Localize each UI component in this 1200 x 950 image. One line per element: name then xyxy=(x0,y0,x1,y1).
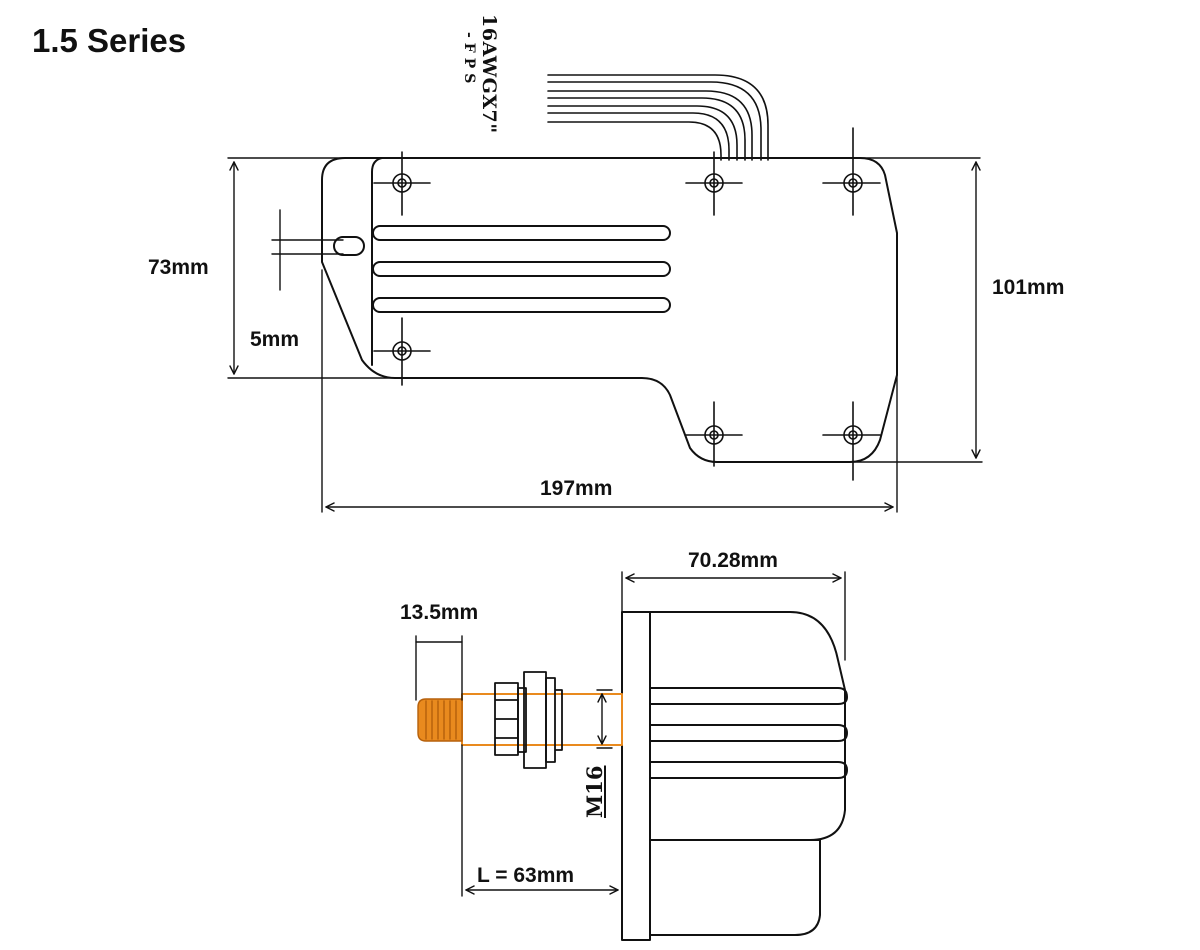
cooling-fins xyxy=(372,225,671,313)
side-view-dimension-lines xyxy=(415,571,846,897)
wire-gauge-label: 16AWGX7" xyxy=(478,14,500,134)
total-height-dimension-label: 101mm xyxy=(992,276,1065,299)
thread-size-label: M16 xyxy=(582,765,607,818)
slot-dimension-label: 5mm xyxy=(250,328,300,351)
side-cooling-fins xyxy=(649,687,848,779)
mounting-plate-outline xyxy=(321,157,898,463)
mounting-hole-icon xyxy=(685,401,743,467)
wire-leads xyxy=(547,74,769,161)
width-dimension-label: 197mm xyxy=(540,477,613,500)
height-dimension-label: 73mm xyxy=(148,256,209,279)
mounting-slot xyxy=(333,236,365,256)
wire-pin-label: -FPS xyxy=(461,32,477,89)
motor-housing xyxy=(621,611,846,941)
page-title: 1.5 Series xyxy=(32,22,187,59)
mounting-hole-icon xyxy=(822,127,881,216)
shaft-dimension-label: 13.5mm xyxy=(400,601,479,624)
mounting-hole-group xyxy=(373,127,881,481)
mounting-hole-icon xyxy=(373,317,431,386)
mounting-hole-icon xyxy=(373,151,431,216)
depth-dimension-label: 70.28mm xyxy=(688,549,778,572)
mounting-hole-icon xyxy=(685,151,743,216)
top-view-dimension-lines xyxy=(227,157,983,513)
wire-label: 16AWGX7" -FPS xyxy=(456,14,500,164)
length-dimension-label: L = 63mm xyxy=(477,864,575,887)
threaded-shaft xyxy=(417,698,463,742)
mounting-hole-icon xyxy=(822,401,881,481)
